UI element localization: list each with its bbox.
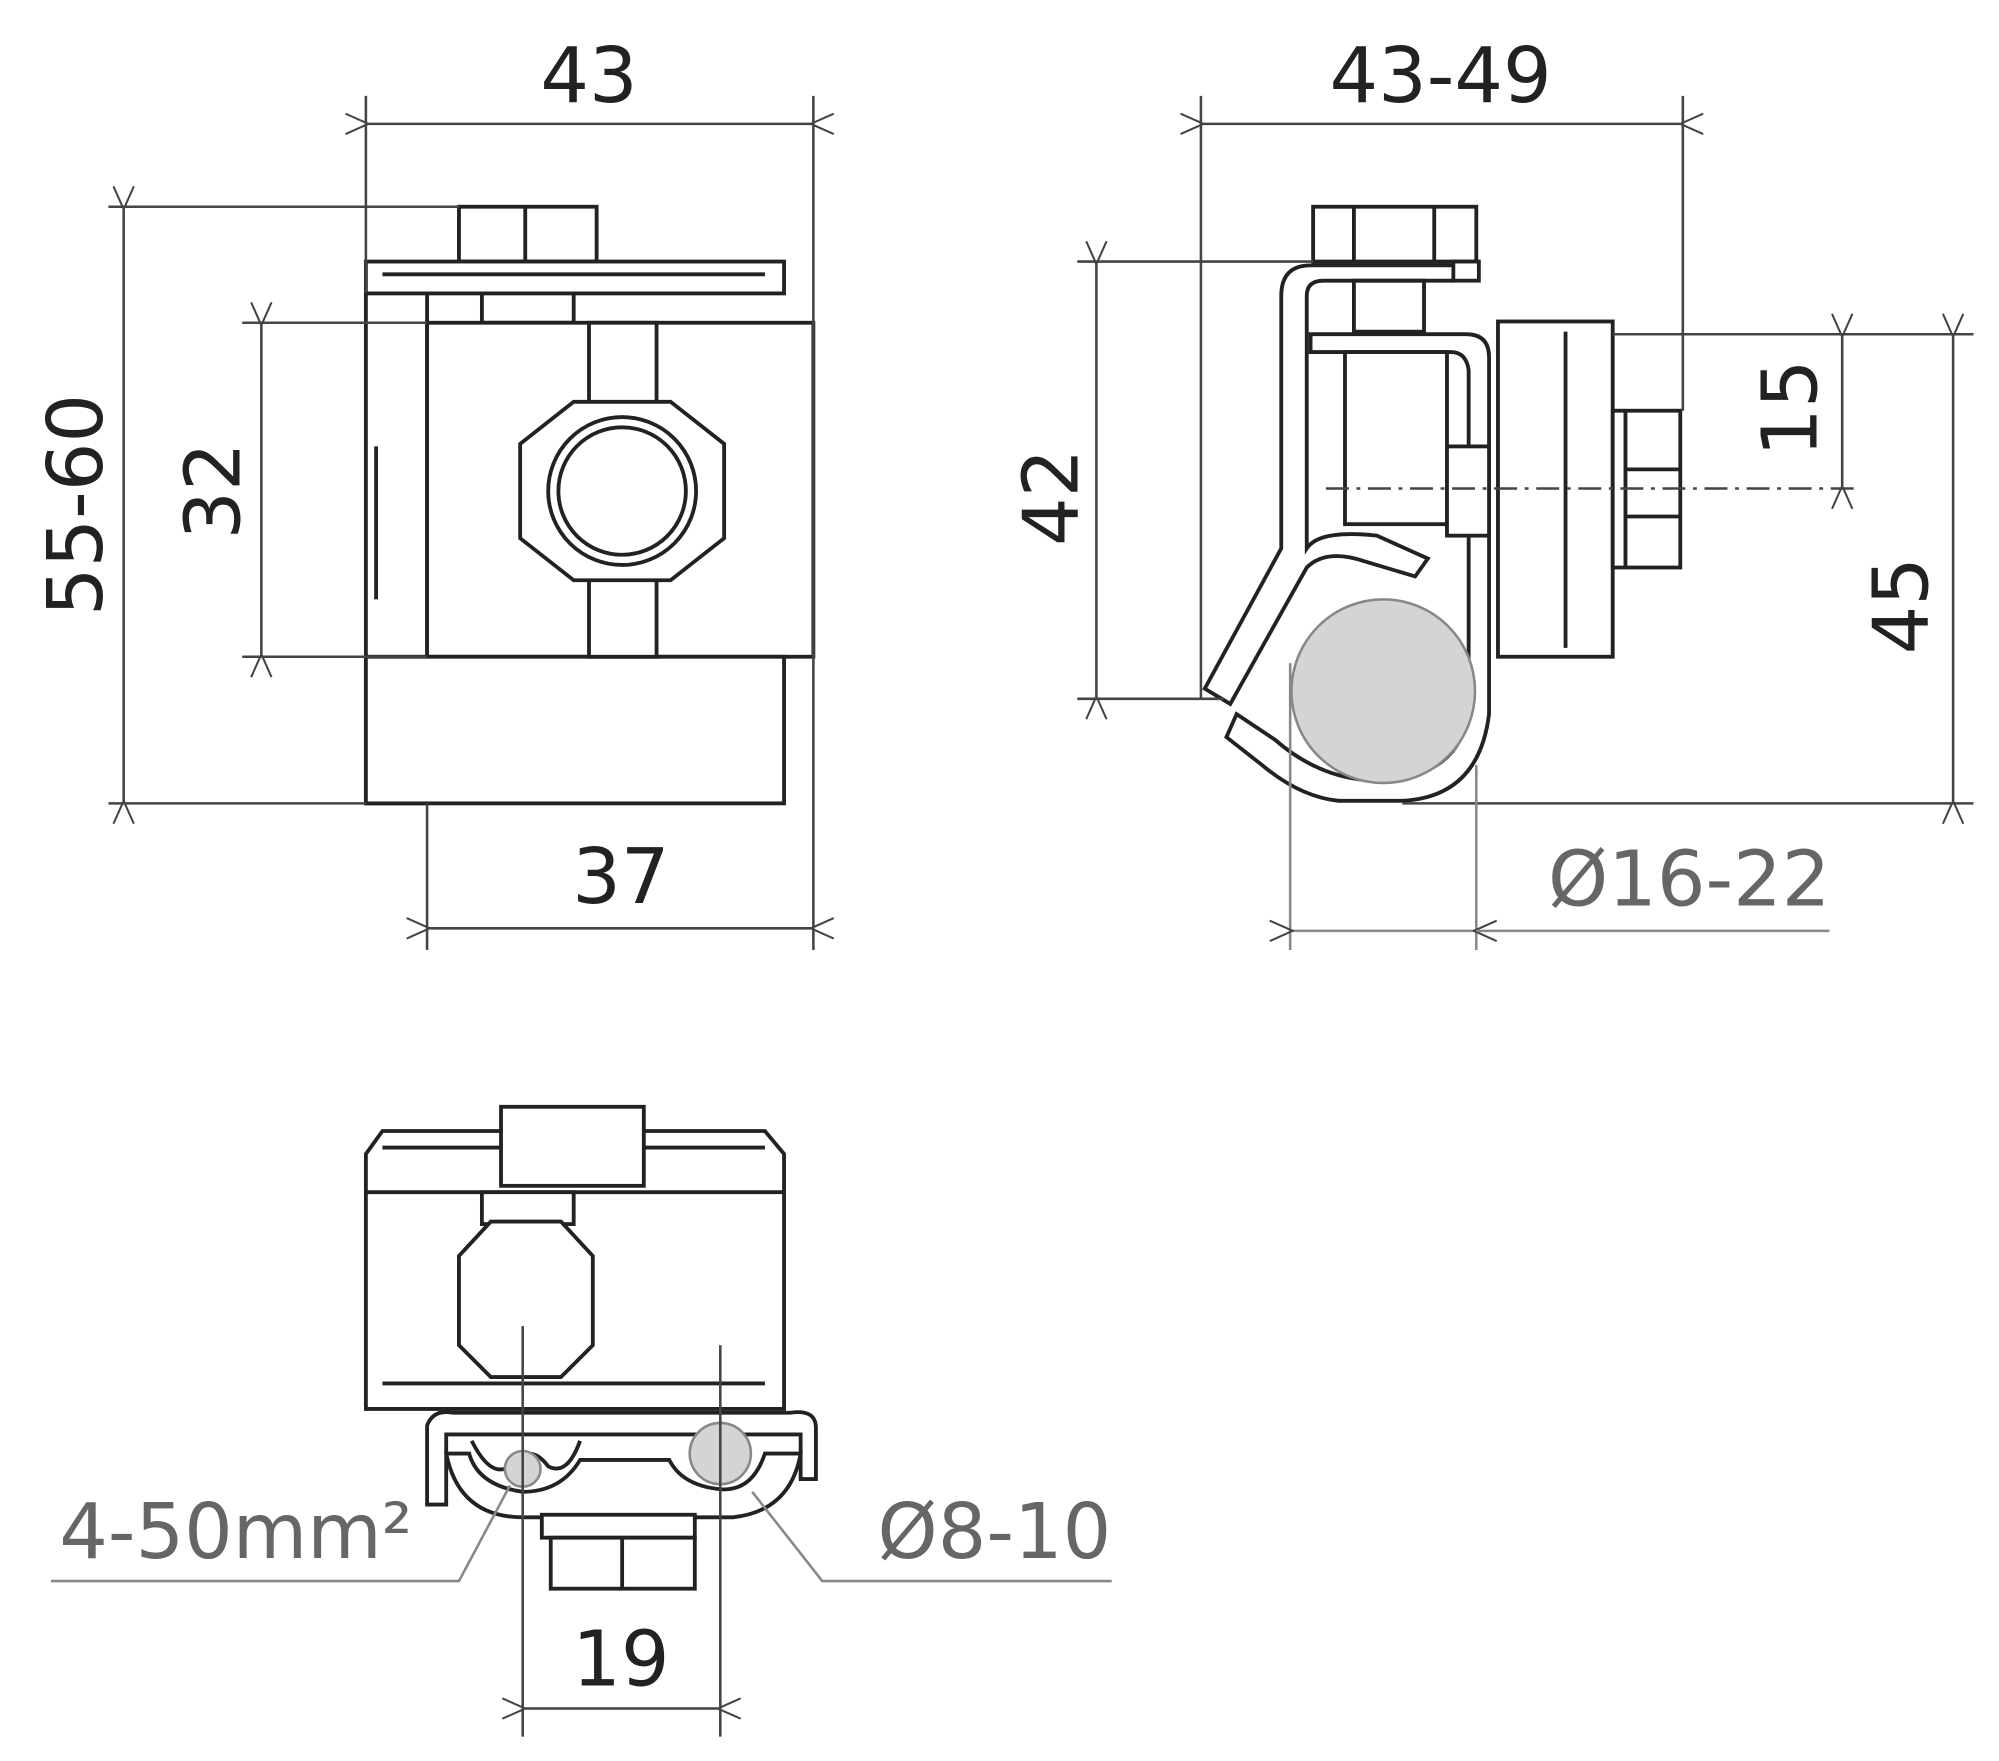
- dimension-conductor-spacing: 19: [523, 1326, 721, 1737]
- bottom-view: 4-50mm² Ø8-10 19: [50, 1104, 1112, 1737]
- dim-label-43-49: 43-49: [1329, 32, 1551, 121]
- bolt-head: [457, 204, 599, 264]
- top-plate: [363, 259, 786, 296]
- dimension-side-offset: 15: [1612, 334, 1974, 486]
- pipe-conductor: [1290, 598, 1477, 785]
- nut-bore: [546, 415, 698, 567]
- lower-body: [363, 654, 786, 806]
- dimension-side-height-right: 45: [1402, 337, 1974, 804]
- dim-label-43: 43: [540, 32, 637, 121]
- dim-label-16-22: Ø16-22: [1548, 835, 1830, 924]
- dim-label-42: 42: [1007, 449, 1096, 546]
- dim-label-32: 32: [170, 442, 259, 539]
- dimension-front-height: 55-60: [32, 207, 459, 804]
- dim-label-15: 15: [1747, 359, 1836, 456]
- bolt-hex: [457, 1219, 595, 1379]
- strap-upper: [1202, 263, 1454, 707]
- dim-label-19: 19: [572, 1616, 669, 1705]
- dimension-front-width: 43: [366, 32, 813, 950]
- side-view: 43-49 42 15 45 Ø16-22: [1007, 32, 1974, 950]
- bolt-head: [1311, 204, 1479, 264]
- dimension-block-height: 32: [170, 323, 428, 657]
- dimension-side-height-left: 42: [1007, 262, 1314, 699]
- dimension-pipe-diameter: Ø16-22: [1290, 663, 1830, 950]
- top-tab: [499, 1104, 646, 1188]
- bolt-shank: [1343, 350, 1449, 527]
- leader-conductor-section: 4-50mm²: [50, 1484, 512, 1583]
- dim-label-45: 45: [1858, 557, 1947, 654]
- dimension-side-width: 43-49: [1201, 32, 1683, 699]
- front-view: 43 55-60 32 37: [32, 32, 813, 950]
- saddle-plate: [425, 1410, 818, 1507]
- bolt-shank: [479, 291, 576, 325]
- leader-round-diameter: Ø8-10: [751, 1488, 1112, 1583]
- dimension-block-width: 37: [427, 803, 811, 950]
- label-8-10: Ø8-10: [878, 1488, 1112, 1577]
- dim-label-55-60: 55-60: [32, 394, 121, 616]
- label-4-50mm2: 4-50mm²: [59, 1488, 412, 1577]
- dim-label-37: 37: [572, 833, 669, 922]
